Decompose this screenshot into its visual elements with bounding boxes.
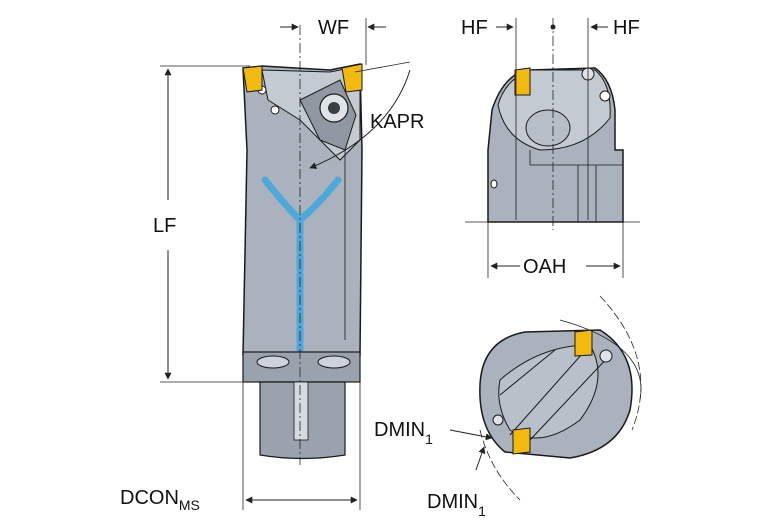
- flange-slot: [256, 355, 290, 369]
- dmin-upper-label: DMIN1: [374, 419, 433, 447]
- front-boss: [525, 109, 571, 147]
- center-mark: [550, 24, 556, 30]
- dmin-lower-label: DMIN1: [427, 491, 486, 519]
- body-hole: [270, 105, 280, 115]
- kapr-arc: [309, 69, 411, 169]
- bottom-edge: [509, 344, 591, 436]
- dmin-arc: [559, 319, 642, 401]
- wf-label: WF: [318, 17, 349, 39]
- bottom-screw: [599, 349, 613, 363]
- insert-screw-center: [328, 102, 340, 114]
- dcon-label: DCONMS: [120, 487, 200, 513]
- bottom-view: [479, 295, 642, 501]
- oah-label: OAH: [523, 256, 566, 278]
- front-insert: [514, 67, 531, 96]
- dmin-annotations: DMIN1 DMIN1: [374, 419, 493, 519]
- kapr-label: KAPR: [370, 111, 424, 133]
- front-hole: [599, 90, 611, 102]
- kapr-reference-line: [354, 61, 411, 73]
- lf-label: LF: [153, 215, 176, 237]
- dmin-arc: [479, 429, 521, 501]
- bottom-screw: [492, 414, 504, 426]
- hf-dimension: HF HF: [461, 17, 640, 220]
- cutting-insert-right: [341, 63, 363, 93]
- wf-dimension: WF: [280, 17, 386, 65]
- oah-dimension: OAH: [487, 222, 624, 278]
- front-side-hole: [490, 179, 498, 189]
- bottom-edge: [499, 349, 556, 396]
- cutting-insert-left: [242, 65, 263, 93]
- side-view: [242, 25, 411, 465]
- bottom-insert-top: [574, 329, 593, 357]
- bottom-edge: [529, 354, 611, 441]
- front-view: [465, 18, 640, 230]
- lf-dimension: LF: [153, 65, 250, 383]
- flange-slot: [317, 355, 351, 369]
- shank-bore: [293, 381, 309, 441]
- bottom-insert-bottom: [512, 427, 531, 455]
- dcon-dimension: DCONMS: [120, 382, 361, 513]
- hf-right-label: HF: [613, 17, 640, 39]
- hf-left-label: HF: [461, 17, 488, 39]
